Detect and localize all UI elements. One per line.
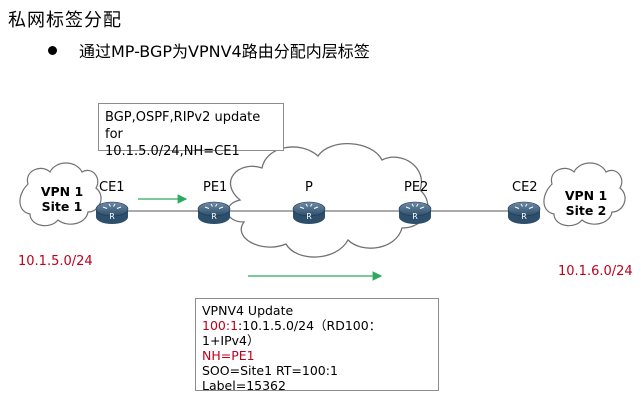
router-glyph: R <box>211 212 217 221</box>
router-glyph: R <box>412 212 418 221</box>
router-glyph: R <box>521 212 527 221</box>
site2-label: VPN 1 Site 2 <box>562 188 610 218</box>
bullet-text: 通过MP-BGP为VPNV4路由分配内层标签 <box>79 42 370 61</box>
vpnv4-heading: VPNV4 Update <box>202 303 294 318</box>
page-title: 私网标签分配 <box>8 10 122 31</box>
router-glyph: R <box>306 212 312 221</box>
vpnv4-label: Label=15362 <box>202 378 286 393</box>
bullet-dot-icon <box>48 45 57 55</box>
site2-cloud <box>543 162 626 227</box>
vpnv4-route-rd: 100:1 <box>202 318 239 333</box>
vpnv4-update-box: VPNV4 Update 100:1:10.1.5.0/24（RD100：1+I… <box>195 298 439 393</box>
bullet-point: 通过MP-BGP为VPNV4路由分配内层标签 <box>48 38 370 62</box>
node-label-ce2: CE2 <box>512 180 538 195</box>
vpnv4-next-hop: NH=PE1 <box>202 348 255 363</box>
backbone-cloud <box>227 143 429 258</box>
site2-vpn: VPN 1 <box>564 188 608 203</box>
site1-name: Site 1 <box>41 199 83 214</box>
node-label-pe2: PE2 <box>404 180 429 195</box>
vpnv4-route: 100:1:10.1.5.0/24（RD100：1+IPv4） <box>202 318 432 348</box>
vpnv4-route-rest: :10.1.5.0/24（RD100：1+IPv4） <box>202 318 382 348</box>
router-glyph: R <box>109 212 115 221</box>
routing-update-line1: BGP,OSPF,RIPv2 update for <box>105 110 261 142</box>
routing-update-line2: 10.1.5.0/24,NH=CE1 <box>105 144 240 159</box>
site1-label: VPN 1 Site 1 <box>38 184 86 214</box>
site2-address: 10.1.6.0/24 <box>558 264 633 279</box>
node-label-pe1: PE1 <box>203 180 228 195</box>
site1-cloud <box>19 162 102 227</box>
node-label-p: P <box>305 180 313 195</box>
site2-name: Site 2 <box>565 203 607 218</box>
node-label-ce1: CE1 <box>99 180 125 195</box>
site1-vpn: VPN 1 <box>40 184 84 199</box>
site1-address: 10.1.5.0/24 <box>18 254 93 269</box>
routing-update-box: BGP,OSPF,RIPv2 update for 10.1.5.0/24,NH… <box>98 103 284 159</box>
vpnv4-soo-rt: SOO=Site1 RT=100:1 <box>202 363 338 378</box>
